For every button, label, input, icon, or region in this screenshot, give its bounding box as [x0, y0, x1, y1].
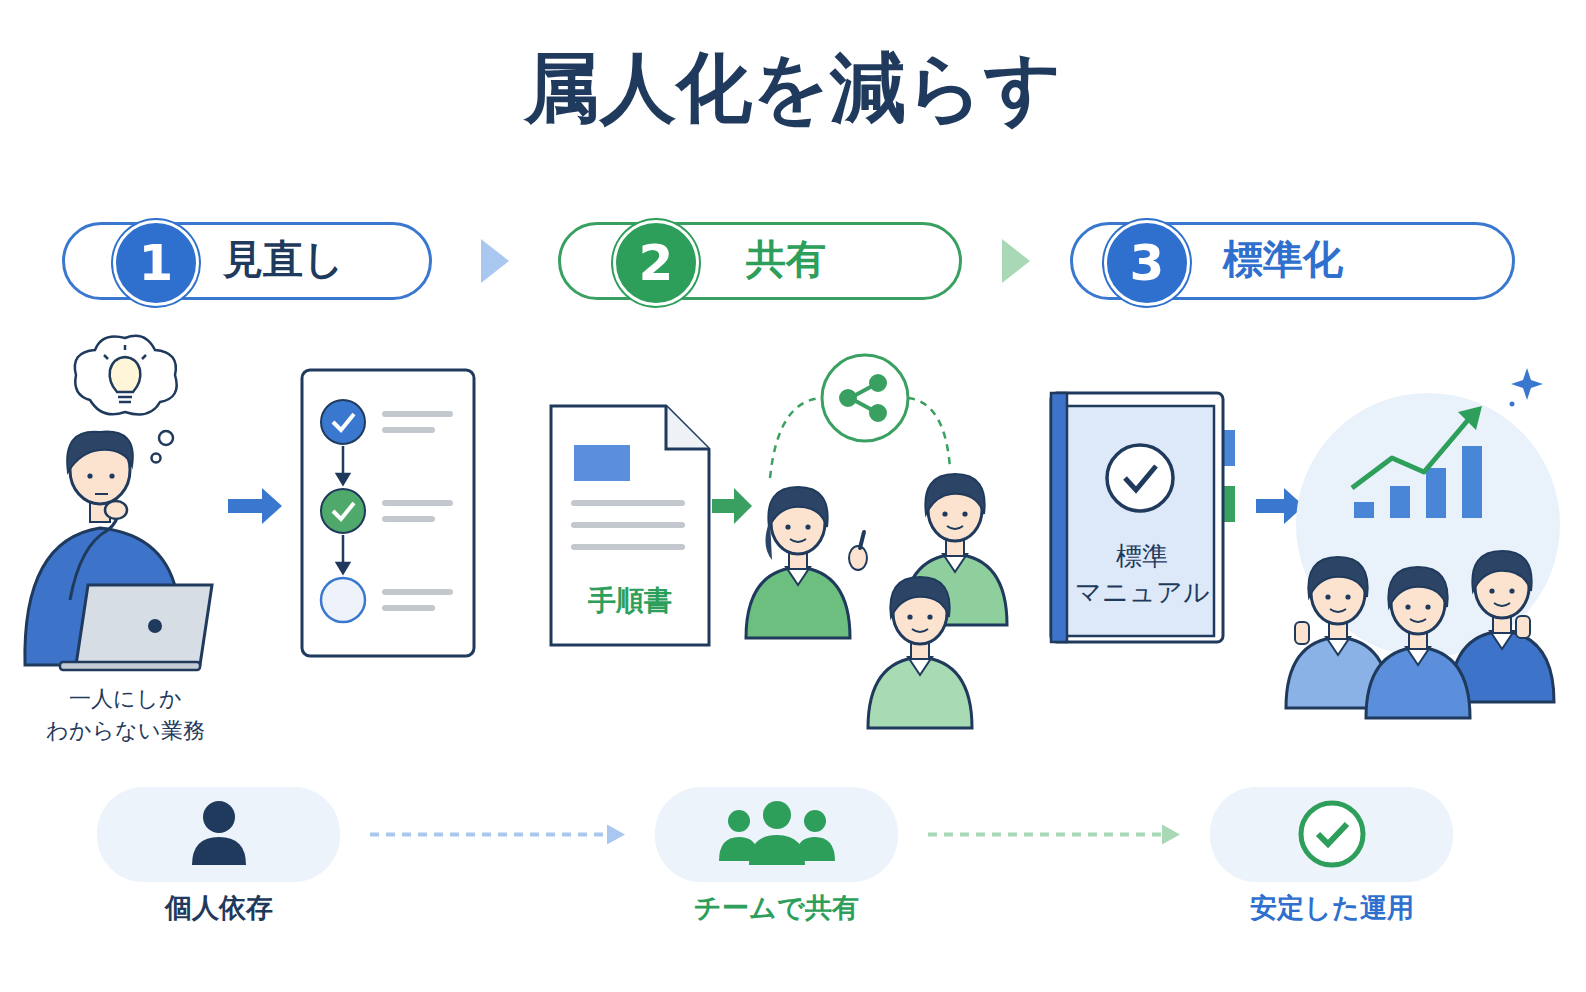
- connector: [928, 825, 1180, 845]
- node-text: 手順書: [548, 581, 712, 620]
- node-text: 3: [1130, 238, 1165, 288]
- node-text: 標準 マニュアル: [1067, 538, 1217, 611]
- node-text: 個人依存: [57, 890, 380, 926]
- thinking-person: [25, 336, 212, 670]
- node-text: チームで共有: [615, 890, 938, 926]
- step-number: 1: [113, 220, 199, 306]
- stage-badge: 個人依存: [97, 787, 340, 882]
- step-number: 3: [1104, 220, 1190, 306]
- step-pill: 見直し 1: [62, 222, 432, 300]
- connector: [370, 825, 625, 845]
- note-label: 一人にしか わからない業務: [20, 683, 230, 747]
- procedure-document: 手順書: [548, 403, 712, 648]
- result-team: [1286, 368, 1560, 718]
- node-text: 共有: [746, 232, 826, 287]
- standard-manual: 標準 マニュアル: [1048, 390, 1238, 645]
- diagram-title: 属人化を減らす: [0, 38, 1586, 141]
- node-text: 安定した運用: [1170, 890, 1493, 926]
- node-text: 標準化: [1223, 232, 1343, 287]
- connector: [962, 239, 1070, 283]
- node-text: 見直し: [223, 232, 344, 287]
- sharing-team: [746, 355, 1007, 728]
- checklist: [302, 370, 474, 656]
- connector: [432, 239, 558, 283]
- stage-badge: チームで共有: [655, 787, 898, 882]
- step-pill: 共有 2: [558, 222, 962, 300]
- step-number: 2: [613, 220, 699, 306]
- step-pill: 標準化 3: [1070, 222, 1515, 300]
- node-text: 1: [139, 238, 174, 288]
- stage-badge: 安定した運用: [1210, 787, 1453, 882]
- node-text: 2: [639, 238, 674, 288]
